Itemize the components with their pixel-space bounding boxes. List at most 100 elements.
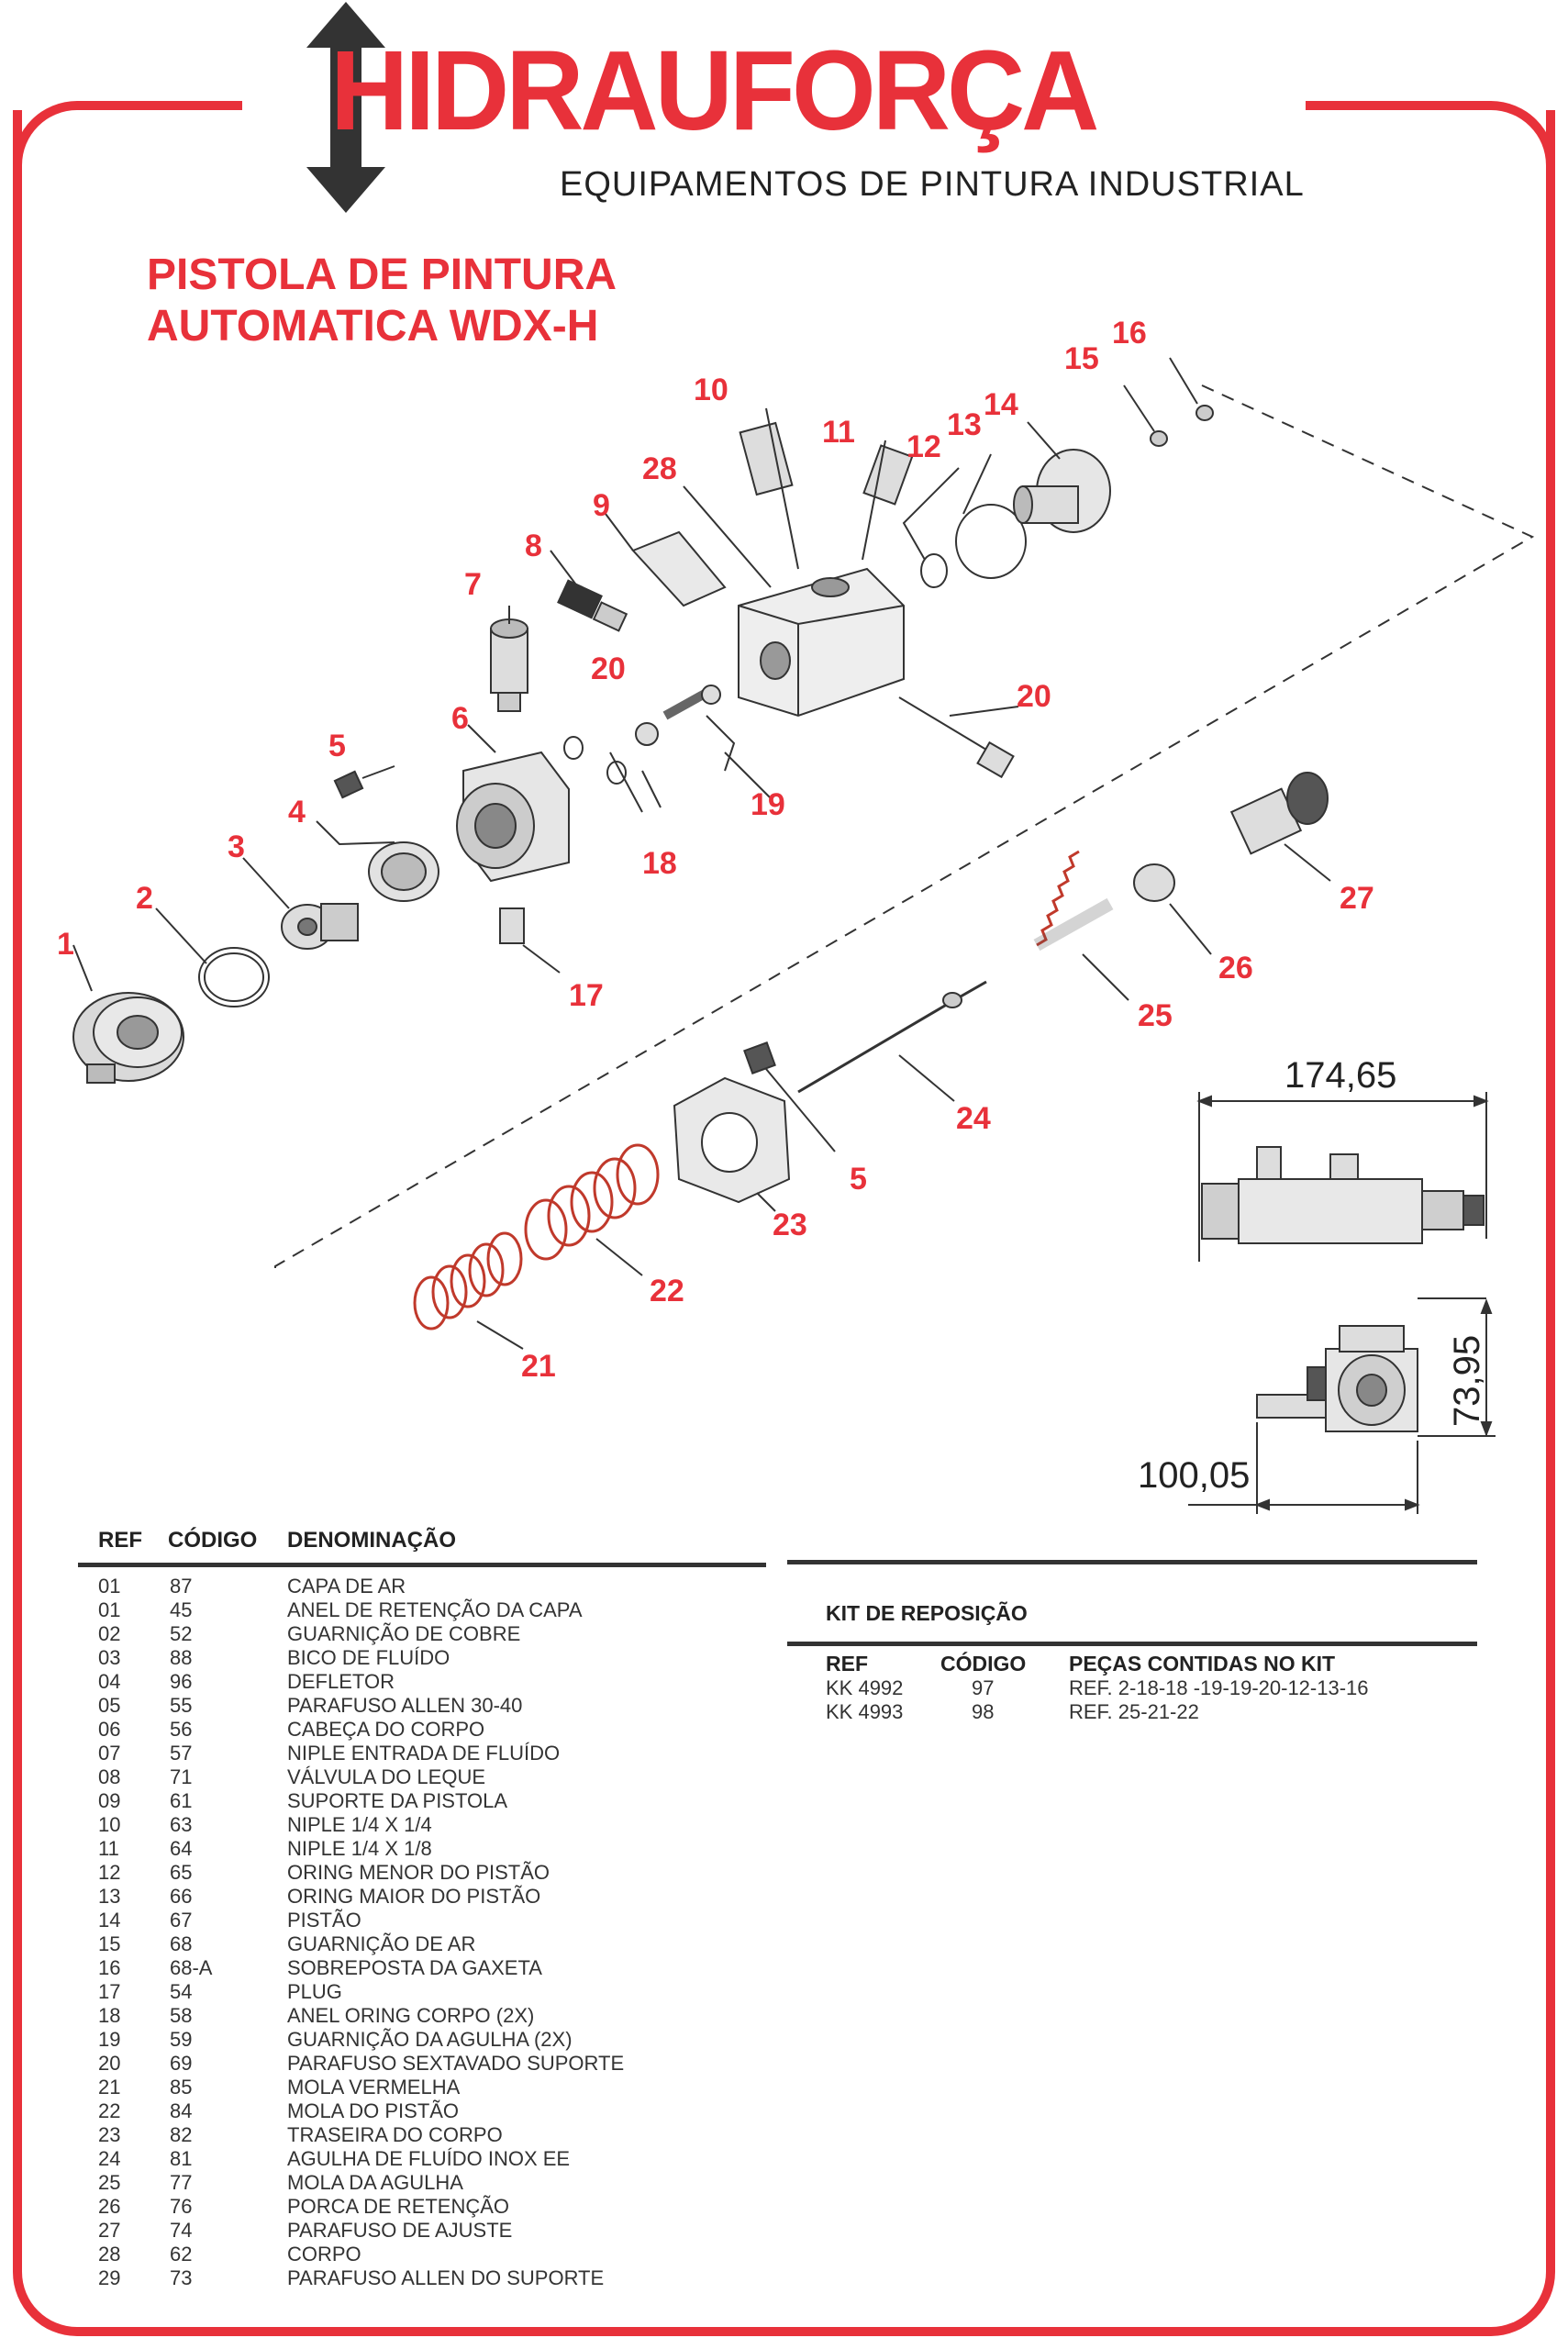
cell-ref: 24 bbox=[98, 2147, 121, 2170]
piston-spring-part bbox=[524, 1143, 660, 1261]
callout-17: 17 bbox=[569, 978, 604, 1013]
cell-codigo: 67 bbox=[170, 1909, 193, 1932]
cell-denominacao: GUARNIÇÃO DE AR bbox=[287, 1932, 476, 1955]
cell-denominacao: MOLA DA AGULHA bbox=[287, 2171, 463, 2194]
cell-codigo: 66 bbox=[170, 1885, 193, 1908]
cell-denominacao: ANEL ORING CORPO (2X) bbox=[287, 2004, 535, 2027]
table-row: 13 66 ORING MAIOR DO PISTÃO bbox=[78, 1885, 766, 1909]
cell-denominacao: ORING MAIOR DO PISTÃO bbox=[287, 1885, 541, 1908]
body-oring-part bbox=[563, 736, 584, 760]
air-packing-part bbox=[1150, 430, 1168, 447]
cell-codigo: 57 bbox=[170, 1742, 193, 1765]
cell-codigo: 88 bbox=[170, 1646, 193, 1669]
cell-ref: 14 bbox=[98, 1909, 121, 1932]
callout-22: 22 bbox=[650, 1274, 684, 1308]
cell-denominacao: AGULHA DE FLUÍDO INOX EE bbox=[287, 2147, 571, 2170]
nipple-1-4-part bbox=[739, 421, 794, 496]
cell-ref: 05 bbox=[98, 1694, 121, 1717]
cell-ref: 13 bbox=[98, 1885, 121, 1908]
cell-codigo: 82 bbox=[170, 2123, 193, 2146]
small-oring-part bbox=[920, 553, 948, 588]
cell-codigo: 96 bbox=[170, 1670, 193, 1693]
cell-ref: 16 bbox=[98, 1956, 121, 1979]
adjust-screw-part bbox=[1229, 772, 1329, 855]
cell-ref: 26 bbox=[98, 2195, 121, 2218]
callout-7: 7 bbox=[464, 567, 482, 602]
callout-13: 13 bbox=[947, 407, 982, 442]
cell-denominacao: VÁLVULA DO LEQUE bbox=[287, 1765, 486, 1788]
dimension-drawing bbox=[1188, 1092, 1496, 1514]
cell-ref: 28 bbox=[98, 2243, 121, 2266]
copper-ring-part bbox=[198, 947, 270, 1008]
header-codigo: CÓDIGO bbox=[168, 1528, 258, 1553]
kit-table: KIT DE REPOSIÇÃO REF CÓDIGO PEÇAS CONTID… bbox=[787, 1560, 1477, 1724]
fan-valve-part bbox=[557, 579, 628, 632]
cell-codigo: 63 bbox=[170, 1813, 193, 1836]
cell-codigo: 62 bbox=[170, 2243, 193, 2266]
cell-codigo: 61 bbox=[170, 1789, 193, 1812]
kit-title: KIT DE REPOSIÇÃO bbox=[826, 1601, 1028, 1625]
cell-ref: 29 bbox=[98, 2266, 121, 2289]
cell-codigo: 55 bbox=[170, 1694, 193, 1717]
cell-denominacao: CABEÇA DO CORPO bbox=[287, 1718, 485, 1741]
page-frame bbox=[13, 110, 1555, 2336]
dimension-height: 73,95 bbox=[1447, 1334, 1487, 1427]
double-arrow-icon bbox=[306, 2, 385, 213]
callout-18: 18 bbox=[642, 846, 677, 881]
kit-header-ref: REF bbox=[826, 1652, 868, 1675]
cell-ref: 23 bbox=[98, 2123, 121, 2146]
callout-26: 26 bbox=[1218, 951, 1253, 985]
cell-denominacao: NIPLE ENTRADA DE FLUÍDO bbox=[287, 1742, 561, 1765]
cell-codigo: 77 bbox=[170, 2171, 193, 2194]
callout-12: 12 bbox=[906, 429, 941, 464]
large-oring-part bbox=[955, 504, 1027, 579]
brand-logo: HIDRAUFORÇA EQUIPAMENTOS DE PINTURA INDU… bbox=[306, 2, 1304, 213]
cell-ref: 07 bbox=[98, 1742, 121, 1765]
piston-part bbox=[1013, 449, 1111, 533]
table-row: 07 57 NIPLE ENTRADA DE FLUÍDO bbox=[78, 1742, 766, 1765]
kit-cell-pecas: REF. 25-21-22 bbox=[1069, 1700, 1199, 1723]
brand-name: HIDRAUFORÇA bbox=[330, 27, 1099, 155]
cell-denominacao: SOBREPOSTA DA GAXETA bbox=[287, 1956, 542, 1979]
kit-header-codigo: CÓDIGO bbox=[940, 1652, 1027, 1675]
callout-9: 9 bbox=[593, 488, 610, 523]
dimension-width: 100,05 bbox=[1138, 1455, 1251, 1496]
table-row: 16 68-A SOBREPOSTA DA GAXETA bbox=[78, 1956, 766, 1980]
cell-ref: 06 bbox=[98, 1718, 121, 1741]
body-part bbox=[738, 567, 905, 718]
body-head-part bbox=[456, 751, 570, 883]
cell-denominacao: NIPLE 1/4 X 1/8 bbox=[287, 1837, 432, 1860]
cell-codigo: 58 bbox=[170, 2004, 193, 2027]
header-ref: REF bbox=[98, 1528, 142, 1553]
cell-ref: 08 bbox=[98, 1765, 121, 1788]
kit-cell-codigo: 97 bbox=[972, 1676, 995, 1699]
callout-2: 2 bbox=[136, 881, 153, 916]
cell-denominacao: PARAFUSO SEXTAVADO SUPORTE bbox=[287, 2052, 625, 2075]
cell-codigo: 74 bbox=[170, 2219, 193, 2242]
kit-cell-codigo: 98 bbox=[972, 1700, 995, 1723]
cell-codigo: 87 bbox=[170, 1575, 193, 1598]
cell-ref: 11 bbox=[98, 1837, 119, 1860]
cell-codigo: 45 bbox=[170, 1598, 193, 1621]
cell-codigo: 68-A bbox=[170, 1956, 213, 1979]
callout-8: 8 bbox=[525, 529, 542, 563]
cell-ref: 17 bbox=[98, 1980, 121, 2003]
